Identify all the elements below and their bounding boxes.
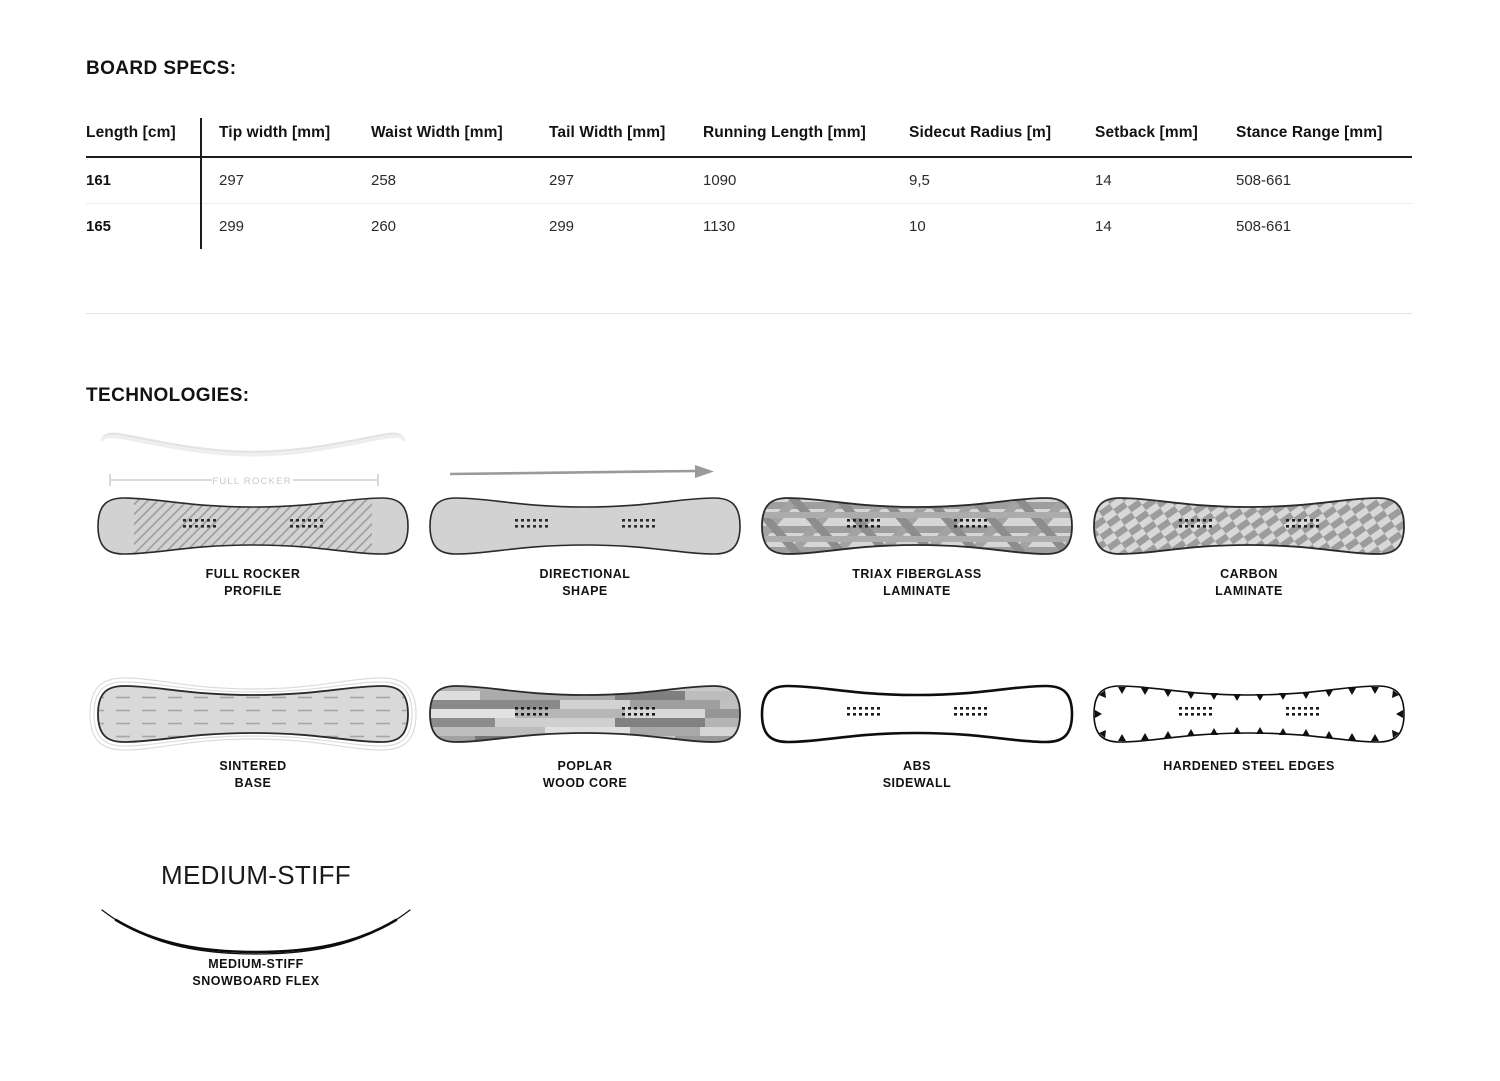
board-specs-table: Length [cm] Tip width [mm] Waist Width [… — [86, 118, 1412, 249]
carbon-board — [1093, 497, 1405, 555]
flex-curve-graphic — [101, 909, 411, 955]
full-rocker-board — [97, 497, 409, 555]
column-header-stance-range: Stance Range [mm] — [1236, 118, 1412, 158]
board-specs-table-wrapper: Length [cm] Tip width [mm] Waist Width [… — [86, 118, 1412, 249]
tech-tile-abs-sidewall: ABS SIDEWALL — [752, 672, 1082, 790]
cell-length: 161 — [86, 157, 219, 204]
sintered-base-graphic — [89, 677, 417, 751]
insert-pattern — [1179, 707, 1319, 716]
cell-sidecut-radius: 9,5 — [909, 157, 1095, 204]
cell-stance-range: 508-661 — [1236, 157, 1412, 204]
board-specs-heading: BOARD SPECS: — [86, 58, 237, 79]
hardened-steel-edges-graphic — [1093, 685, 1405, 743]
insert-pattern — [847, 707, 987, 716]
flex-rating-title: MEDIUM-STIFF — [161, 860, 351, 890]
insert-pattern — [515, 707, 655, 716]
rocker-side-profile — [100, 432, 406, 457]
cell-waist-width: 258 — [371, 157, 549, 204]
tech-tile-poplar-wood-core: POPLAR WOOD CORE — [420, 672, 750, 790]
section-divider — [86, 313, 1412, 314]
direction-arrow-icon — [449, 465, 714, 478]
column-header-tail-width: Tail Width [mm] — [549, 118, 703, 158]
cell-setback: 14 — [1095, 218, 1112, 235]
sintered-board — [89, 677, 417, 751]
tech-tile-full-rocker-profile: FULL ROCKER — [88, 432, 418, 598]
column-header-running-length: Running Length [mm] — [703, 118, 909, 158]
carbon-laminate-graphic — [1093, 497, 1405, 555]
tech-caption-triax-fiberglass-laminate: TRIAX FIBERGLASS LAMINATE — [852, 567, 982, 598]
abs-board — [760, 684, 1074, 744]
tech-tile-triax-fiberglass-laminate: TRIAX FIBERGLASS LAMINATE — [752, 432, 1082, 598]
cell-tail-width: 299 — [549, 218, 575, 235]
wood-grain-bands — [430, 686, 740, 742]
cell-running-length: 1130 — [703, 218, 736, 235]
insert-pattern — [847, 519, 987, 528]
steel-edges-board — [1093, 685, 1405, 743]
steel-edge-markers — [1095, 687, 1403, 741]
tech-caption-poplar-wood-core: POPLAR WOOD CORE — [542, 759, 628, 790]
insert-pattern — [183, 519, 323, 528]
cell-length: 165 — [86, 218, 112, 235]
column-header-setback: Setback [mm] — [1095, 118, 1236, 158]
insert-pattern — [515, 519, 655, 528]
cell-tail-width: 297 — [549, 157, 703, 204]
cell-stance-range: 508-661 — [1236, 218, 1292, 235]
cell-tip-width: 299 — [219, 218, 245, 235]
tech-caption-carbon-laminate: CARBON LAMINATE — [1215, 567, 1283, 598]
tech-tile-hardened-steel-edges: HARDENED STEEL EDGES — [1084, 672, 1414, 773]
table-vertical-divider — [200, 118, 202, 249]
insert-pattern — [1179, 519, 1319, 528]
poplar-wood-core-graphic — [429, 685, 741, 743]
cell-running-length: 1090 — [703, 157, 909, 204]
cell-tip-width: 297 — [219, 157, 371, 204]
tech-caption-sintered-base: SINTERED BASE — [219, 759, 287, 790]
tech-tile-directional-shape: DIRECTIONAL SHAPE — [420, 432, 750, 598]
abs-sidewall-graphic — [760, 684, 1074, 744]
cell-setback: 14 — [1095, 157, 1236, 204]
tech-caption-full-rocker-profile: FULL ROCKER PROFILE — [205, 567, 301, 598]
tech-caption-abs-sidewall: ABS SIDEWALL — [882, 759, 952, 790]
triax-fiberglass-graphic — [761, 497, 1073, 555]
column-header-length: Length [cm] — [86, 118, 219, 158]
table-row: 165 299 260 299 1130 10 14 508-661 — [86, 204, 1412, 250]
tech-tile-carbon-laminate: CARBON LAMINATE — [1084, 432, 1414, 598]
directional-shape-graphic — [429, 465, 741, 555]
cell-sidecut-radius: 10 — [909, 218, 926, 235]
table-header-row: Length [cm] Tip width [mm] Waist Width [… — [86, 118, 1412, 158]
column-header-tip-width: Tip width [mm] — [219, 118, 371, 158]
technologies-heading: TECHNOLOGIES: — [86, 385, 250, 406]
tech-tile-sintered-base: SINTERED BASE — [88, 672, 418, 790]
triax-board — [761, 497, 1073, 555]
directional-shape-board — [429, 497, 741, 555]
cell-waist-width: 260 — [371, 218, 397, 235]
tech-caption-medium-stiff-flex: MEDIUM-STIFF SNOWBOARD FLEX — [192, 957, 320, 988]
full-rocker-profile-graphic: FULL ROCKER — [97, 432, 409, 555]
column-header-sidecut-radius: Sidecut Radius [m] — [909, 118, 1095, 158]
poplar-board — [429, 685, 741, 743]
column-header-waist-width: Waist Width [mm] — [371, 118, 549, 158]
table-row: 161 297 258 297 1090 9,5 14 508-661 — [86, 157, 1412, 204]
tech-caption-hardened-steel-edges: HARDENED STEEL EDGES — [1163, 759, 1335, 773]
tech-caption-directional-shape: DIRECTIONAL SHAPE — [539, 567, 631, 598]
full-rocker-annotation-label: FULL ROCKER — [212, 476, 291, 487]
full-rocker-dimension-line — [109, 474, 379, 486]
base-halo-outlines — [89, 677, 417, 751]
